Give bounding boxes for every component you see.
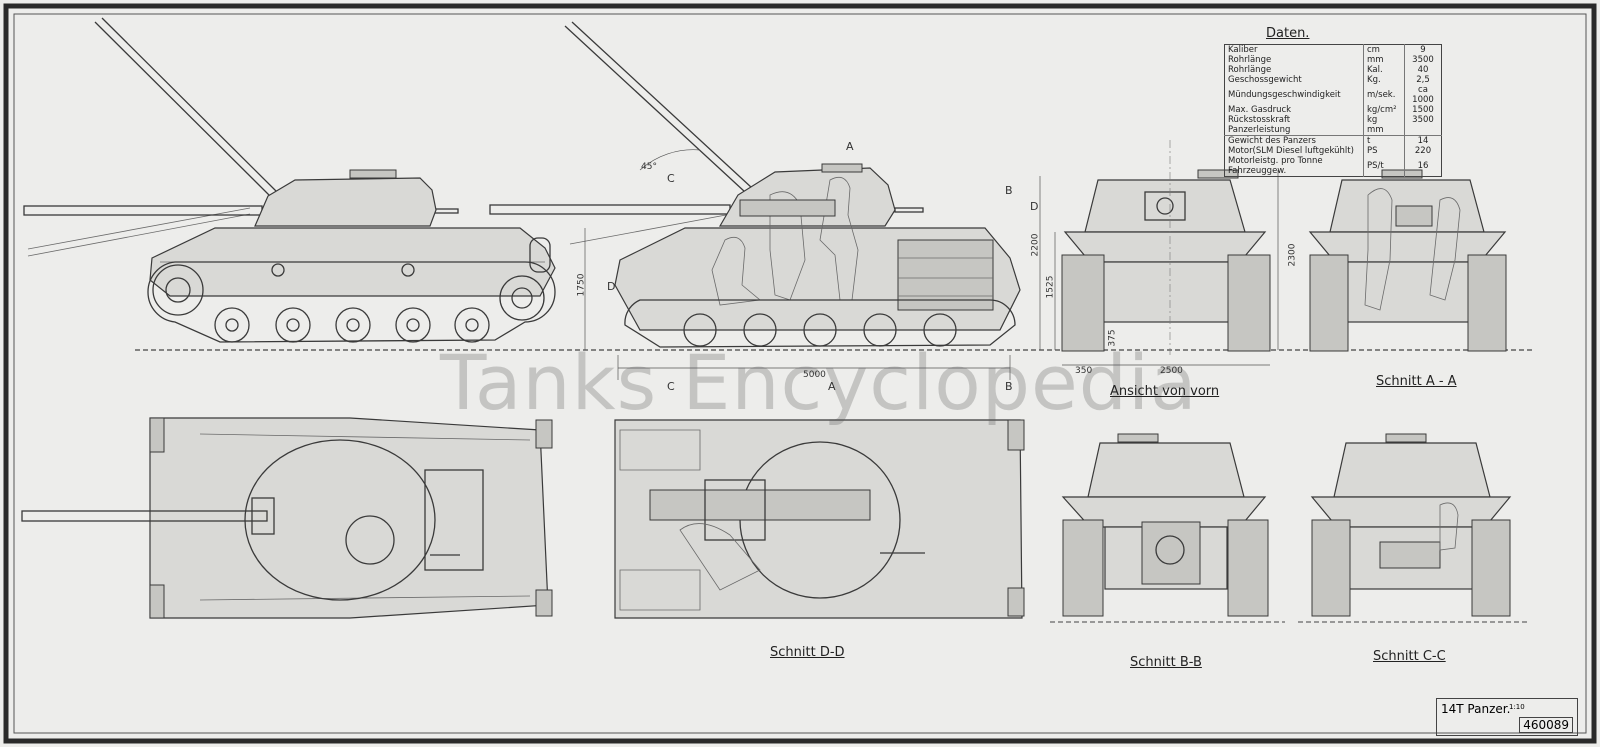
marker-a-top: A — [846, 140, 854, 153]
daten-row: Panzerleistung mm — [1225, 125, 1442, 136]
daten-value: 3500 — [1404, 115, 1442, 125]
daten-value: 9 — [1404, 44, 1442, 55]
daten-label: Mündungsgeschwindigkeit — [1228, 90, 1341, 100]
daten-unit: Kg. — [1363, 75, 1405, 85]
marker-d-top: D — [1030, 200, 1039, 213]
dim-1750: 1750 — [576, 273, 587, 297]
daten-label: Motor(SLM Diesel luftgekühlt) — [1228, 146, 1354, 156]
daten-unit: mm — [1363, 55, 1405, 65]
caption-front-view: Ansicht von vorn — [1110, 384, 1220, 399]
side-view — [23, 17, 1535, 351]
caption-section-aa: Schnitt A - A — [1376, 374, 1457, 389]
daten-label: Rückstosskraft — [1228, 115, 1291, 125]
daten-unit: cm — [1363, 44, 1405, 55]
caption-section-dd: Schnitt D-D — [770, 645, 845, 660]
daten-value: 220 — [1404, 146, 1442, 156]
daten-unit: t — [1363, 135, 1405, 146]
daten-unit: Kal. — [1363, 65, 1405, 75]
dim-1525: 1525 — [1045, 275, 1056, 299]
dim-2200: 2200 — [1030, 233, 1041, 257]
daten-label: Kaliber — [1228, 45, 1258, 55]
caption-section-cc: Schnitt C-C — [1373, 649, 1446, 664]
front-view — [1039, 140, 1279, 366]
drawing-number: 460089 — [1519, 717, 1573, 733]
daten-value: 1500 — [1404, 105, 1442, 115]
daten-row: Mündungsgeschwindigkeit m/sek.ca 1000 — [1225, 85, 1442, 105]
daten-label: Geschossgewicht — [1228, 75, 1302, 85]
daten-label: Rohrlänge — [1228, 65, 1272, 75]
marker-a-bottom: A — [828, 380, 836, 393]
daten-row: Geschossgewicht Kg.2,5 — [1225, 75, 1442, 85]
daten-value: 2,5 — [1404, 75, 1442, 85]
dim-5000: 5000 — [803, 370, 826, 380]
marker-b-top: B — [1005, 184, 1013, 197]
daten-unit: mm — [1363, 125, 1405, 136]
top-view — [21, 417, 553, 619]
daten-unit: PS — [1363, 146, 1405, 156]
caption-section-bb: Schnitt B-B — [1130, 655, 1202, 670]
daten-row: Rohrlänge Kal.40 — [1225, 65, 1442, 75]
daten-label: Max. Gasdruck — [1228, 105, 1292, 115]
daten-value: 14 — [1404, 135, 1442, 146]
daten-value — [1404, 125, 1442, 136]
daten-value: 40 — [1404, 65, 1442, 75]
drawing-scale: 1:10 — [1509, 703, 1525, 711]
dim-2500: 2500 — [1160, 366, 1183, 376]
daten-value: ca 1000 — [1404, 85, 1442, 105]
daten-value: 3500 — [1404, 55, 1442, 65]
marker-c-top: C — [667, 172, 675, 185]
section-cc — [1298, 433, 1530, 623]
daten-label: Rohrlänge — [1228, 55, 1272, 65]
daten-label: Motorleistg. pro Tonne Fahrzeuggew. — [1228, 156, 1323, 176]
marker-d-bottom: D — [607, 280, 616, 293]
drawing-name: 14T Panzer. — [1441, 702, 1511, 716]
dim-375: 375 — [1107, 329, 1118, 347]
daten-label: Gewicht des Panzers — [1228, 136, 1316, 146]
section-aa — [1308, 169, 1507, 352]
marker-c-bottom: C — [667, 380, 675, 393]
daten-unit: kg — [1363, 115, 1405, 125]
title-block: 14T Panzer. 1:10 460089 — [1436, 698, 1578, 736]
section-dd — [614, 419, 1025, 619]
daten-value: 16 — [1404, 156, 1442, 177]
section-bb — [1050, 433, 1285, 623]
watermark: Tanks Encyclopedia — [440, 338, 1198, 427]
daten-unit: PS/t — [1363, 156, 1405, 177]
daten-title: Daten. — [1266, 26, 1310, 41]
dim-2300: 2300 — [1287, 243, 1298, 267]
marker-b-bottom: B — [1005, 380, 1013, 393]
daten-unit: m/sek. — [1363, 85, 1405, 105]
dim-350: 350 — [1075, 366, 1093, 376]
side-cutaway — [489, 21, 1021, 380]
dim-angle-45: 45° — [641, 162, 657, 172]
daten-unit: kg/cm² — [1363, 105, 1405, 115]
daten-label: Panzerleistung — [1228, 125, 1291, 135]
